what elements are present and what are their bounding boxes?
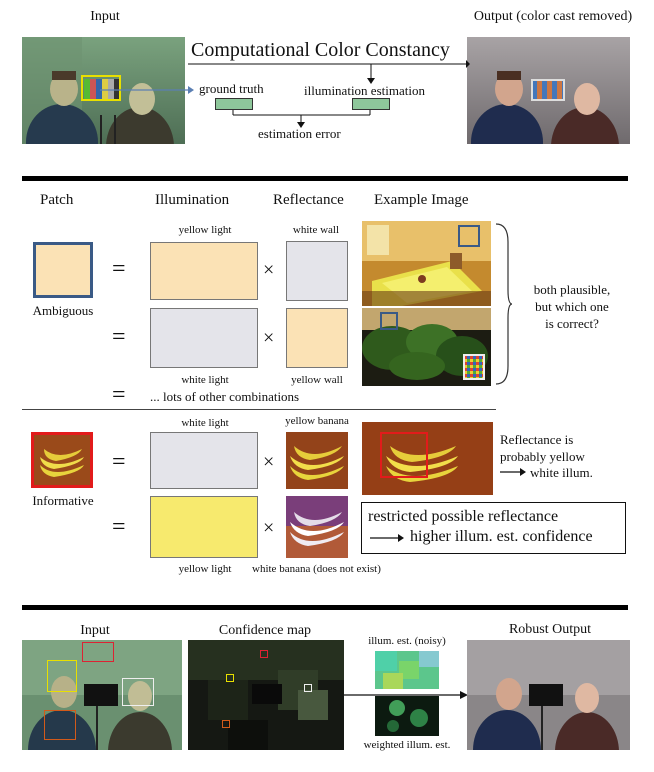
row3-banana-yellow (286, 432, 348, 489)
row4-illum-swatch (150, 496, 258, 558)
ground-truth-swatch (215, 98, 253, 110)
estimate-swatch (352, 98, 390, 110)
row4-equals: = (112, 514, 126, 540)
row3-times: × (263, 451, 275, 473)
reflectance-note-line2: probably yellow (500, 449, 585, 464)
example-image-banana (362, 422, 493, 495)
bottom-input-photo (22, 640, 182, 750)
noisy-estimate-map (375, 651, 439, 689)
header-reflectance: Reflectance (273, 192, 344, 208)
row4-refl-caption: white banana (does not exist) (252, 563, 381, 575)
row1-refl-caption: white wall (292, 224, 340, 236)
row-other-equals: = (112, 382, 126, 408)
informative-label: Informative (32, 493, 94, 508)
confidence-map-label: Confidence map (218, 623, 312, 638)
conf-box-orange (222, 720, 230, 728)
robust-output-label: Robust Output (508, 622, 592, 637)
output-photo (467, 37, 630, 144)
brace (495, 223, 512, 385)
ambiguous-label: Ambiguous (32, 303, 94, 318)
weighted-estimate-map (375, 696, 439, 736)
row1-times: × (263, 259, 275, 281)
example1-patch-box (458, 225, 480, 247)
top-flow-lines (100, 60, 470, 128)
brace-note-line2: but which one (535, 299, 609, 314)
top-input-label: Input (90, 9, 120, 24)
header-example-image: Example Image (374, 192, 469, 208)
header-illumination: Illumination (155, 192, 230, 208)
banana-patch-box (380, 432, 428, 478)
brace-note-line3: is correct? (545, 316, 599, 331)
ground-truth-label: ground truth (199, 81, 264, 96)
other-combinations: ... lots of other combinations (150, 389, 300, 404)
row3-equals: = (112, 449, 126, 475)
row2-refl-caption: yellow wall (291, 374, 343, 386)
header-patch: Patch (40, 192, 74, 208)
bottom-input-label: Input (80, 623, 110, 638)
bottom-input-box-orange (44, 710, 76, 740)
bottom-input-box-yellow (47, 660, 77, 692)
informative-patch (31, 432, 93, 488)
robust-output-photo (467, 640, 630, 750)
box-line1: restricted possible reflectance (368, 508, 559, 525)
top-output-label: Output (color cast removed) (473, 9, 633, 24)
confidence-statement-box (361, 502, 626, 554)
illumination-estimation-label: illumination estimation (304, 83, 425, 98)
row3-refl-caption: yellow banana (285, 415, 349, 427)
row3-illum-swatch (150, 432, 258, 489)
bottom-flow-arrow (344, 691, 468, 699)
reflectance-note-arrow (500, 468, 526, 476)
row2-equals: = (112, 324, 126, 350)
row2-illum-caption: white light (181, 374, 229, 386)
bottom-input-box-white (122, 678, 154, 706)
top-title: Computational Color Constancy (191, 39, 450, 61)
divider-2 (22, 605, 628, 610)
reflectance-note-line3: white illum. (530, 465, 593, 480)
conf-box-red (260, 650, 268, 658)
input-patch-box (81, 75, 121, 101)
row4-banana-white (286, 496, 348, 558)
divider-thin (22, 409, 496, 410)
divider-1 (22, 176, 628, 181)
row1-illum-swatch (150, 242, 258, 300)
noisy-estimate-label: illum. est. (noisy) (368, 635, 446, 647)
conf-box-yellow (226, 674, 234, 682)
brace-note-line1: both plausible, (533, 282, 611, 297)
reflectance-note-line1: Reflectance is (500, 432, 574, 447)
row2-times: × (263, 327, 275, 349)
estimation-error-label: estimation error (258, 126, 341, 141)
bottom-input-box-red (82, 642, 114, 662)
box-line2: higher illum. est. confidence (410, 528, 593, 545)
row2-illum-swatch (150, 308, 258, 368)
row4-times: × (263, 517, 275, 539)
confidence-map (188, 640, 344, 750)
row3-illum-caption: white light (181, 417, 229, 429)
box-arrow (370, 534, 404, 542)
conf-box-white (304, 684, 312, 692)
row2-refl-swatch (286, 308, 348, 368)
row1-illum-caption: yellow light (178, 224, 232, 236)
weighted-estimate-label: weighted illum. est. (363, 739, 451, 751)
row4-illum-caption: yellow light (178, 563, 232, 575)
ambiguous-patch (33, 242, 93, 298)
example2-patch-box (380, 312, 398, 330)
example-image-yellow-room (362, 221, 491, 306)
row1-refl-swatch (286, 241, 348, 301)
example-image-plants (362, 308, 491, 386)
row1-equals: = (112, 256, 126, 282)
